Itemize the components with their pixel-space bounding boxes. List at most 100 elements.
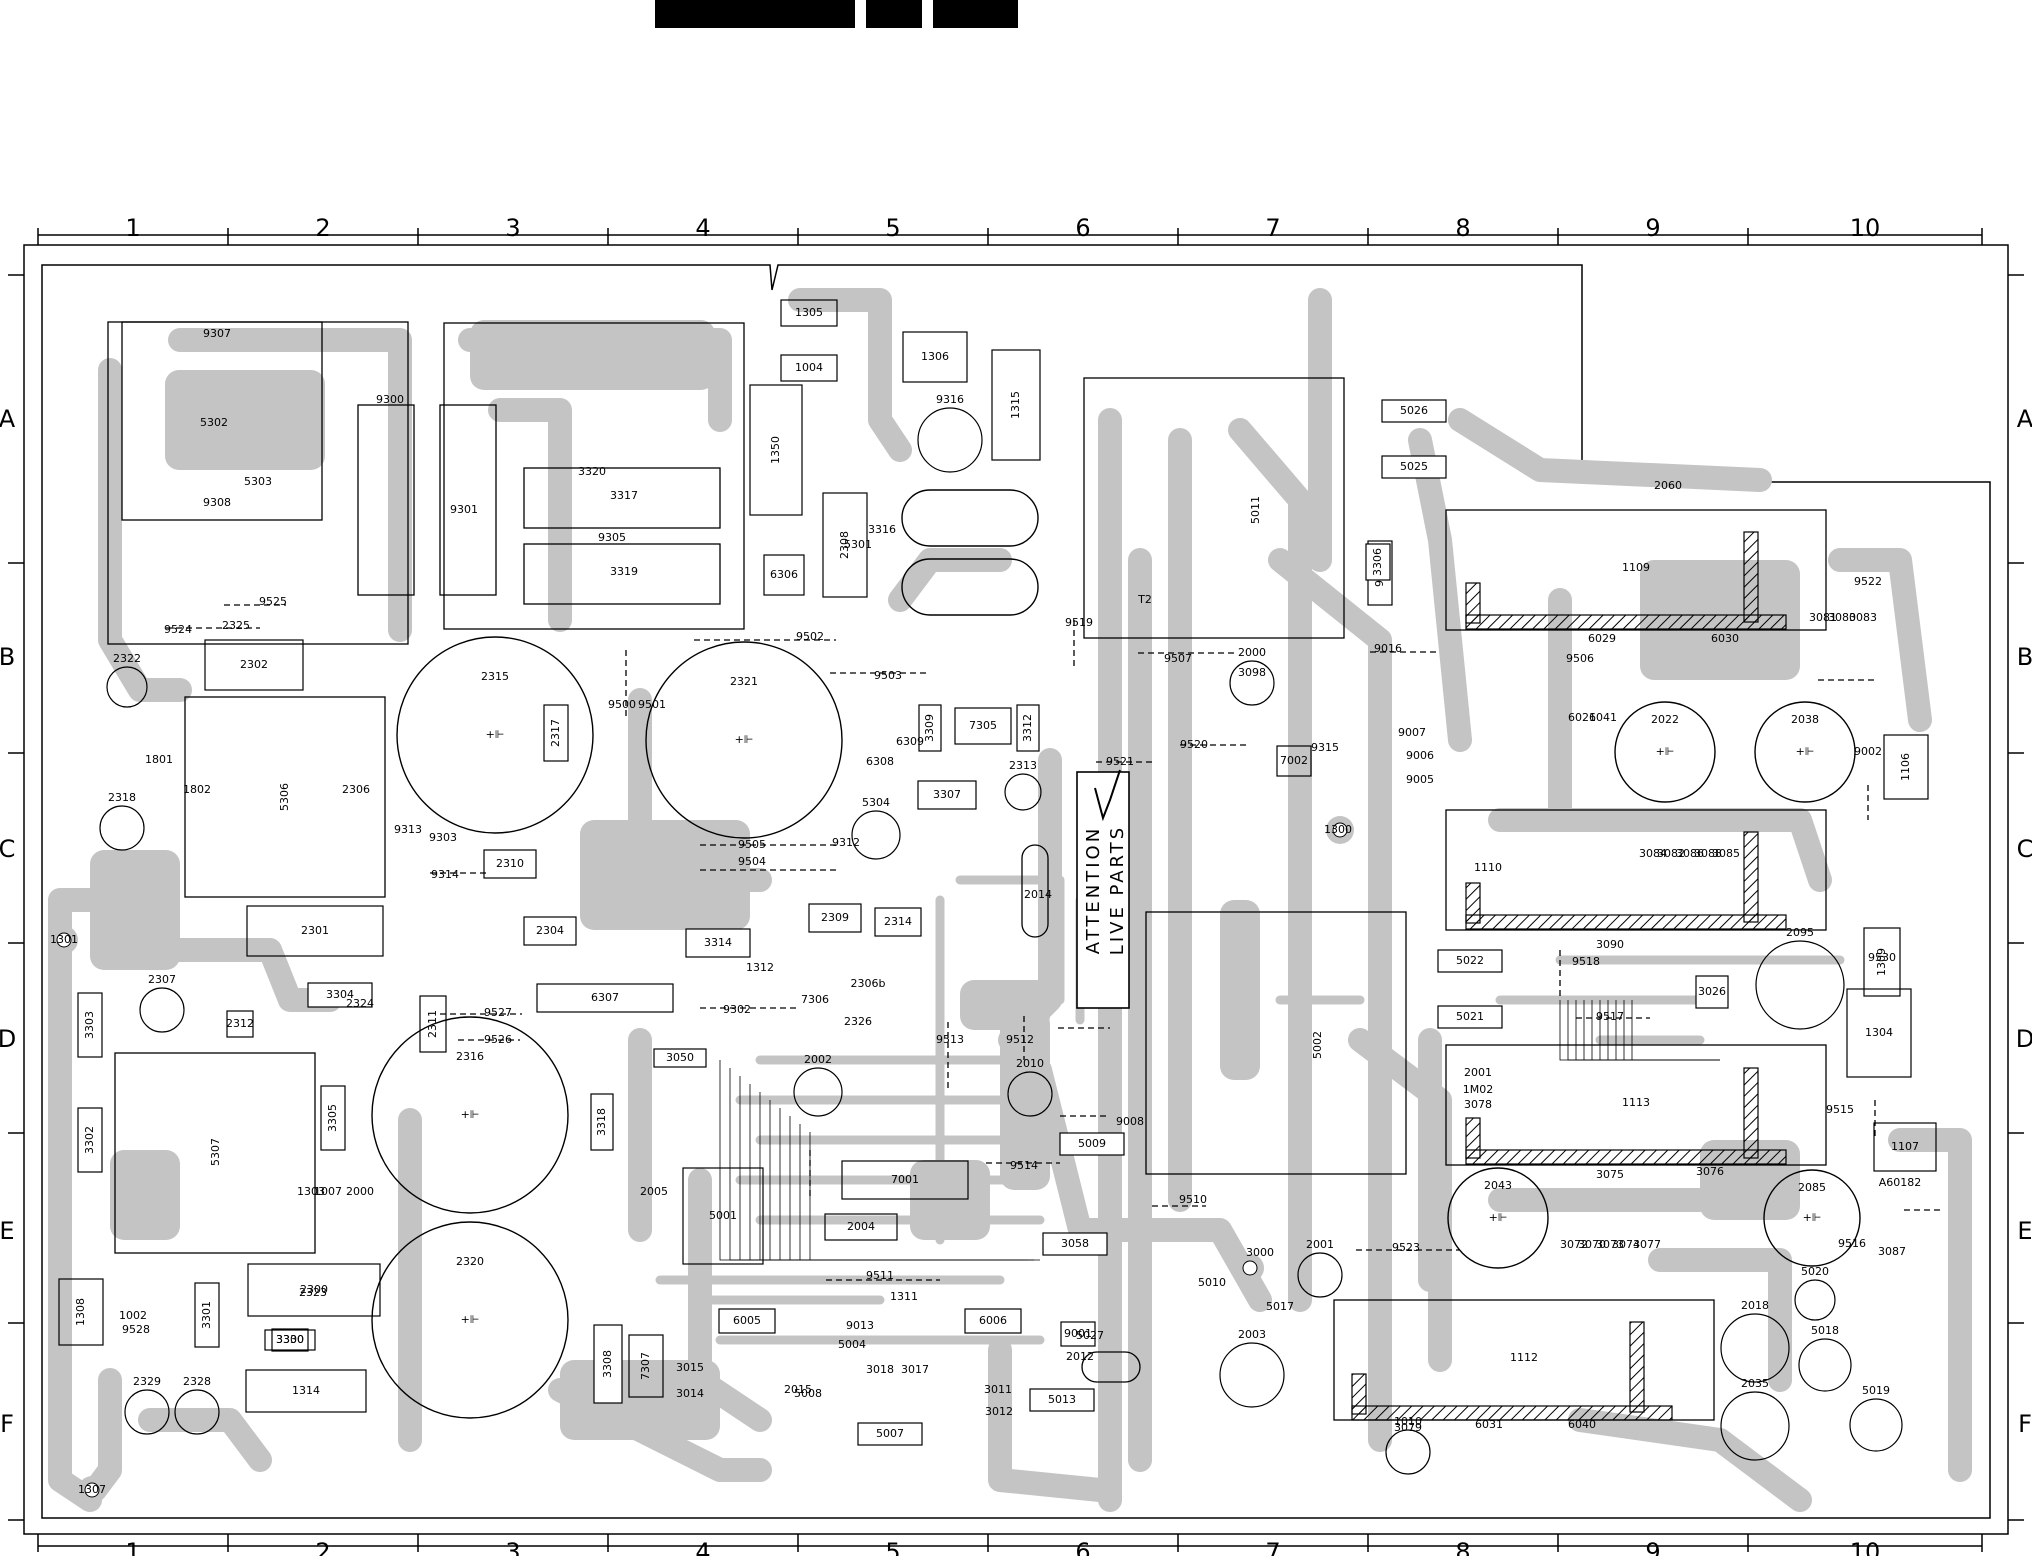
part-1004-label: 1004 xyxy=(795,361,823,374)
grid-column-label-bottom: 10 xyxy=(1850,1538,1881,1556)
resistor-3026-label: 3026 xyxy=(1698,985,1726,998)
reference-label: 9527 xyxy=(484,1006,512,1019)
small-capacitor-2322 xyxy=(106,666,148,708)
small-capacitor-2018 xyxy=(1720,1313,1790,1383)
reference-label: 2060 xyxy=(1654,479,1682,492)
capacitor-2038-symbol: +⊩ xyxy=(1796,745,1815,758)
connector-hatch xyxy=(1465,614,1787,630)
reference-label: 9505 xyxy=(738,838,766,851)
reference-label: 9517 xyxy=(1596,1010,1624,1023)
capacitor-2085-symbol: +⊩ xyxy=(1803,1211,1822,1224)
capacitor-2315 xyxy=(396,636,594,834)
grid-row-label-right: E xyxy=(2017,1217,2032,1245)
capacitor-2315-symbol: +⊩ xyxy=(486,728,505,741)
grid-column-label-bottom: 7 xyxy=(1265,1538,1280,1556)
fine-trace xyxy=(1591,1000,1720,1061)
capacitor-2022-label: 2022 xyxy=(1651,713,1679,726)
capacitor-2022-symbol: +⊩ xyxy=(1656,745,1675,758)
part-2301 xyxy=(246,905,384,957)
transformer-3316 xyxy=(523,543,721,605)
part-7305 xyxy=(954,707,1012,745)
transformer-5306 xyxy=(184,696,386,898)
reference-label: 7306 xyxy=(801,993,829,1006)
reference-label: 3088 xyxy=(1694,847,1722,860)
connector-hatch xyxy=(1629,1321,1645,1413)
small-capacitor-2318-label: 2318 xyxy=(108,791,136,804)
grid-column-label-bottom: 2 xyxy=(315,1538,330,1556)
reference-label: 9507 xyxy=(1164,652,1192,665)
small-capacitor-2010-label: 2010 xyxy=(1016,1057,1044,1070)
small-capacitor-2000 xyxy=(1229,660,1275,706)
reference-label: 2323 xyxy=(299,1286,327,1299)
reference-label: 9307 xyxy=(203,327,231,340)
grid-row-label-right: D xyxy=(2016,1025,2032,1053)
resistor-3026 xyxy=(1695,975,1729,1009)
transformer-5303 xyxy=(121,321,323,521)
resistor-3058 xyxy=(1042,1232,1108,1256)
part-2004-label: 2004 xyxy=(847,1220,875,1233)
reference-label: 3000 xyxy=(1246,1246,1274,1259)
reference-label: 3014 xyxy=(676,1387,704,1400)
small-capacitor-2307-label: 2307 xyxy=(148,973,176,986)
reference-label: 2014 xyxy=(1024,888,1052,901)
resistor-3300-label: 3300 xyxy=(276,1333,304,1346)
resistor-5022 xyxy=(1437,949,1503,973)
part-2302-label: 2302 xyxy=(240,658,268,671)
reference-label: 2306 xyxy=(342,783,370,796)
resistor-5007 xyxy=(857,1422,923,1446)
part-2308 xyxy=(822,492,868,598)
small-capacitor-2003 xyxy=(1219,1342,1285,1408)
transformer-3319 xyxy=(439,404,497,596)
part-2314 xyxy=(874,907,922,937)
resistor-3058-label: 3058 xyxy=(1061,1237,1089,1250)
transformer-1109 xyxy=(1445,509,1827,631)
small-capacitor-9316 xyxy=(917,407,983,473)
fine-trace xyxy=(1623,1000,1720,1061)
part-1314 xyxy=(245,1369,367,1413)
grid-row-label-right: F xyxy=(2018,1410,2032,1438)
capacitor-2320 xyxy=(371,1221,569,1419)
grid-row-label-right: C xyxy=(2017,835,2032,863)
reference-label: 5027 xyxy=(1076,1329,1104,1342)
part-2310 xyxy=(483,849,537,879)
part-2309 xyxy=(808,903,862,933)
resistor-3307-label: 3307 xyxy=(933,788,961,801)
small-capacitor-2313-label: 2313 xyxy=(1009,759,1037,772)
part-9001-label: 9001 xyxy=(1064,1327,1092,1340)
reference-label: 9514 xyxy=(1010,1159,1038,1172)
resistor-3305-label: 3305 xyxy=(326,1104,339,1132)
part-1304-label: 1304 xyxy=(1865,1026,1893,1039)
resistor-3305 xyxy=(320,1085,346,1151)
capacitor-2022 xyxy=(1614,701,1716,803)
mounting-hole-inner xyxy=(1242,1260,1258,1276)
part-1315 xyxy=(991,349,1041,461)
reference-label: 3018 xyxy=(866,1363,894,1376)
grid-column-label-top: 6 xyxy=(1075,214,1090,242)
resistor-3308-label: 3308 xyxy=(601,1350,614,1378)
copper-trace xyxy=(1888,1128,1972,1482)
copper-trace xyxy=(1828,548,1932,732)
resistor-5022-label: 5022 xyxy=(1456,954,1484,967)
warning-box xyxy=(1076,771,1130,1009)
capacitor-2043-symbol: +⊩ xyxy=(1489,1211,1508,1224)
reference-label: 1311 xyxy=(890,1290,918,1303)
grid-row-label-left: F xyxy=(0,1410,14,1438)
capacitor-2085-label: 2085 xyxy=(1798,1181,1826,1194)
grid-column-label-bottom: 5 xyxy=(885,1538,900,1556)
reference-label: 2000 xyxy=(346,1185,374,1198)
reference-label: 1300 xyxy=(1324,823,1352,836)
copper-trace xyxy=(98,358,192,702)
small-capacitor-5019-label: 5019 xyxy=(1862,1384,1890,1397)
connector-hatch xyxy=(1743,531,1759,623)
part-6307 xyxy=(536,983,674,1013)
grid-column-label-bottom: 9 xyxy=(1645,1538,1660,1556)
small-capacitor-2329 xyxy=(124,1389,170,1435)
small-capacitor-9316-label: 9316 xyxy=(936,393,964,406)
transformer-5306-label: 5306 xyxy=(278,783,291,811)
reference-label: 9523 xyxy=(1392,1241,1420,1254)
connector-hatch xyxy=(1743,1067,1759,1159)
capsule-capacitor-2012 xyxy=(1081,1351,1141,1383)
copper-trace xyxy=(1348,1028,1452,1372)
small-capacitor-5304 xyxy=(851,810,901,860)
fine-trace xyxy=(1583,1000,1720,1061)
